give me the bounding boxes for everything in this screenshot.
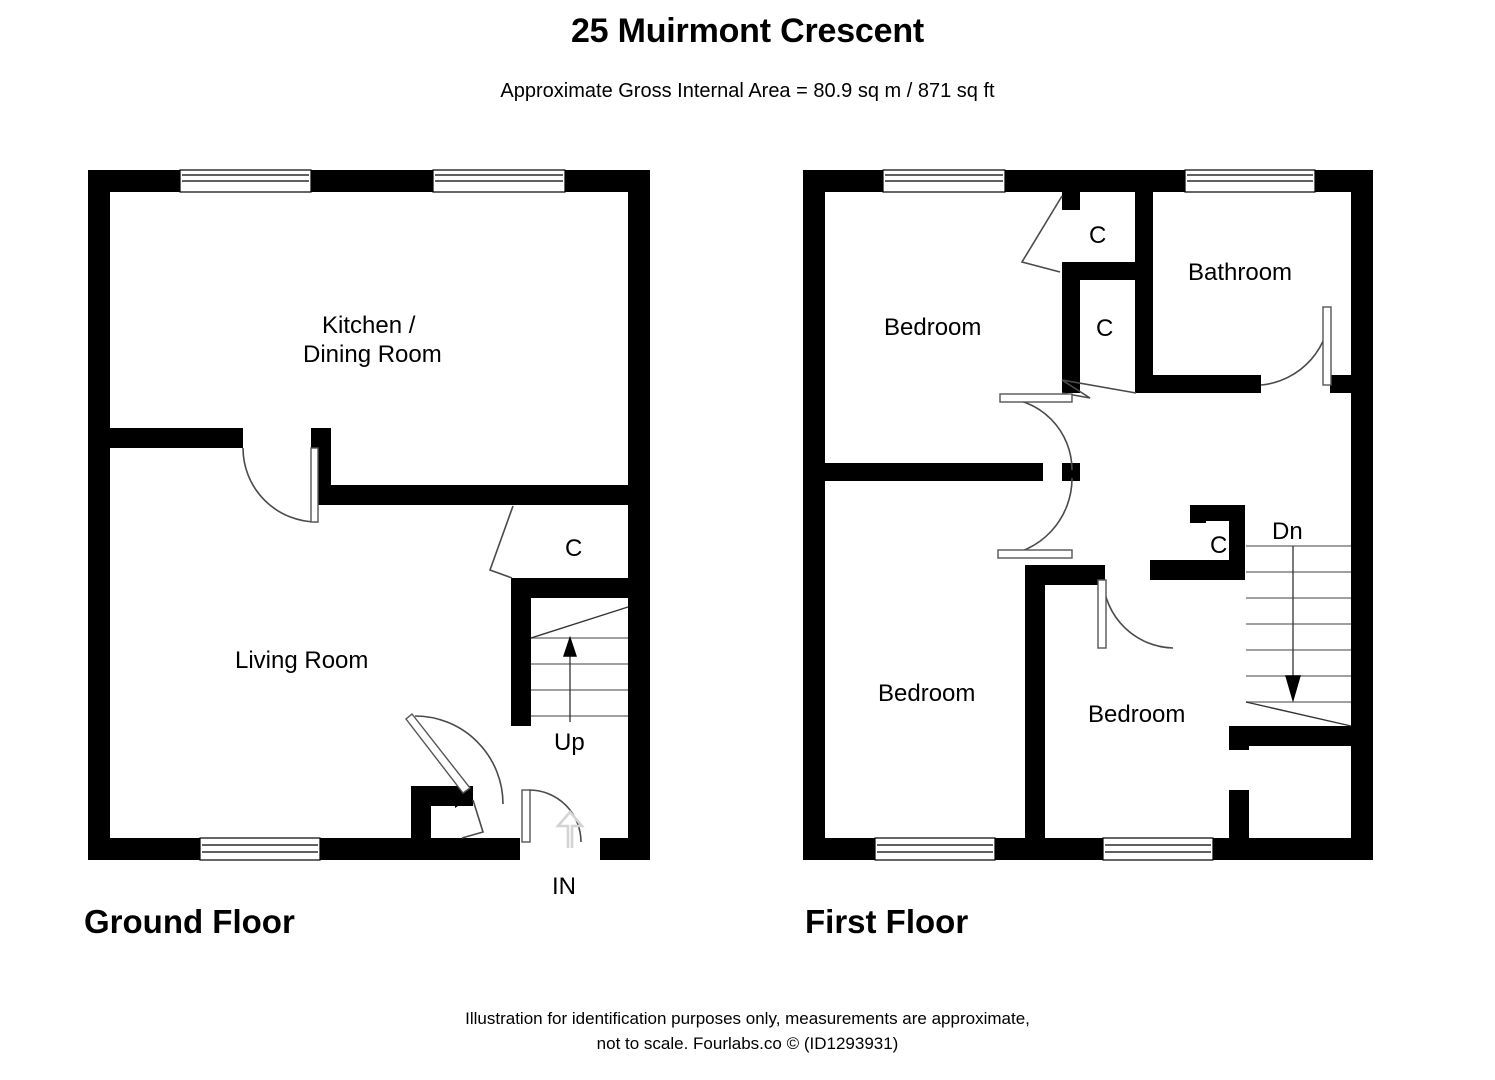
ff-window-bedroom-bottom-left xyxy=(874,837,996,861)
wall-hall-nib-v xyxy=(411,786,431,840)
ff-room-label-cupboard-top: C xyxy=(1089,222,1106,249)
wall-hall-tip xyxy=(455,786,473,808)
ground-floor-title: Ground Floor xyxy=(84,903,295,940)
wall-top-left xyxy=(88,170,180,192)
stairs-up-label: Up xyxy=(554,729,585,756)
room-label-kitchen-line2: Dining Room xyxy=(303,341,442,368)
ff-wall-landing-cup-right xyxy=(1229,505,1245,567)
window-kitchen-left xyxy=(179,169,312,193)
ff-wall-right xyxy=(1351,170,1373,860)
ff-room-label-bedroom-left: Bedroom xyxy=(878,680,975,707)
first-floor-plan: Bedroom Bathroom C C C Dn Bedroom Bedroo… xyxy=(803,169,1373,861)
ff-wall-stairwell-bottom xyxy=(1229,726,1373,746)
footer-line-1: Illustration for identification purposes… xyxy=(465,1009,1030,1028)
door-hall-small xyxy=(461,799,485,839)
ff-wall-top-mid xyxy=(1005,170,1185,192)
ff-wall-bottom-mid xyxy=(995,838,1103,860)
door-kitchen xyxy=(242,447,319,523)
wall-cupboard-left xyxy=(511,578,531,726)
ff-wall-landing-cup-nib xyxy=(1150,560,1168,578)
ff-wall-cupboard-top-bottom xyxy=(1062,262,1153,280)
ff-door-bedroom-lower-right xyxy=(1097,579,1174,649)
ff-wall-cupboard-mid-left xyxy=(1062,280,1080,378)
ff-wall-cupboard-mid-right xyxy=(1135,280,1153,378)
ff-wall-bottom-right xyxy=(1213,838,1373,860)
ground-floor-plan: Kitchen / Dining Room Living Room C Up I… xyxy=(88,169,650,900)
ff-window-bedroom-bottom-right xyxy=(1102,837,1214,861)
ff-wall-bedroom-divider-nib xyxy=(1062,463,1080,481)
ff-wall-bathroom-bottom-right xyxy=(1330,375,1373,393)
ff-wall-bedroom-top-nib xyxy=(1025,565,1105,585)
ff-room-label-bathroom: Bathroom xyxy=(1188,259,1292,286)
wall-bottom-left xyxy=(88,838,200,860)
door-living-room xyxy=(405,713,504,805)
room-label-living: Living Room xyxy=(235,647,368,674)
page-title: 25 Muirmont Crescent xyxy=(570,12,925,50)
ff-wall-stairwell-nib-b xyxy=(1229,790,1249,840)
door-entrance xyxy=(521,789,582,843)
window-kitchen-right xyxy=(432,169,566,193)
entrance-label: IN xyxy=(552,873,576,900)
first-floor-title: First Floor xyxy=(805,903,969,940)
wall-bottom-mid xyxy=(320,838,520,860)
ff-wall-bedrooms-vertical xyxy=(1025,565,1045,860)
ff-wall-left xyxy=(803,170,825,860)
ff-window-bathroom xyxy=(1184,169,1316,193)
ff-room-label-bedroom-top: Bedroom xyxy=(884,314,981,341)
ff-room-label-bedroom-right: Bedroom xyxy=(1088,701,1185,728)
ff-room-label-cupboard-mid: C xyxy=(1096,315,1113,342)
ff-wall-landing-cup-left xyxy=(1190,505,1206,523)
wall-cupboard-bottom xyxy=(511,578,650,598)
wall-internal-kitchen-left xyxy=(88,428,243,448)
stairs-up xyxy=(530,606,629,722)
ff-wall-bottom-left xyxy=(803,838,875,860)
stairs-down-label: Dn xyxy=(1272,518,1303,545)
wall-top-mid xyxy=(311,170,433,192)
in-arrow-icon xyxy=(555,810,585,848)
wall-internal-kitchen-right xyxy=(311,485,650,505)
area-subtitle: Approximate Gross Internal Area = 80.9 s… xyxy=(500,80,995,102)
wall-left xyxy=(88,170,110,860)
window-living-room xyxy=(199,837,321,861)
footer-disclaimer: Illustration for identification purposes… xyxy=(0,1006,1495,1056)
room-label-cupboard-ground: C xyxy=(565,535,582,562)
ff-door-bathroom xyxy=(1260,306,1332,386)
door-cupboard-ground xyxy=(488,505,514,579)
ff-door-cupboard-top xyxy=(1020,195,1063,273)
ff-room-label-cupboard-landing: C xyxy=(1210,532,1227,559)
ff-door-bedroom-lower-left xyxy=(997,477,1073,559)
ff-wall-cupboard-top-right xyxy=(1135,192,1153,280)
stairs-down xyxy=(1245,545,1352,727)
wall-bottom-right xyxy=(600,838,650,860)
ff-door-bedroom-upper xyxy=(999,393,1073,471)
wall-right xyxy=(628,170,650,860)
ff-wall-landing-cup-bottom xyxy=(1150,560,1245,580)
room-label-kitchen-line1: Kitchen / xyxy=(322,312,416,339)
ff-window-bedroom-top-left xyxy=(882,169,1006,193)
ff-wall-cupboard-top-nib xyxy=(1062,192,1080,210)
ff-wall-stairwell-nib-a xyxy=(1229,726,1249,750)
ff-wall-bathroom-bottom xyxy=(1135,375,1261,393)
footer-line-2: not to scale. Fourlabs.co © (ID1293931) xyxy=(596,1034,899,1053)
ff-wall-bedroom-divider xyxy=(803,463,1043,481)
